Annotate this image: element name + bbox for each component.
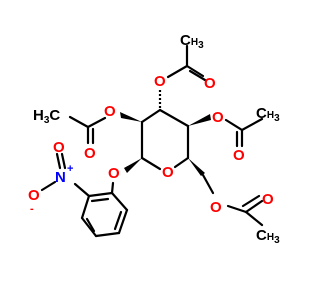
aryl-bond-2 — [117, 208, 129, 235]
acetyl-left-carbonyl-o: O — [84, 145, 96, 162]
bond-n-o-double-2 — [60, 152, 67, 170]
acetyl-bottom-carbonyl-o: O — [262, 191, 274, 208]
methyl-right-h: H — [267, 110, 274, 121]
acetyl-top-carbonyl-o: O — [204, 75, 216, 92]
acetyl-right-methyl: CH3 — [256, 105, 280, 124]
aryl-bond-3 — [94, 231, 121, 238]
methyl-bottom-sub: 3 — [274, 235, 280, 246]
bond-n-o-double-1 — [55, 152, 62, 170]
bond-co-double-bottom-1 — [244, 199, 264, 214]
acetyl-left-methyl: H3C — [33, 107, 60, 126]
nitro-oxygen-single-label: O — [28, 187, 40, 204]
methyl-top-sub: 3 — [198, 40, 204, 51]
acetoxy-left — [68, 112, 142, 145]
bond-n-o-single — [40, 180, 57, 192]
ring-bond-c2-c3 — [140, 108, 162, 124]
bond-o-aryl — [110, 181, 115, 195]
ring-bond-c3-c4 — [158, 108, 190, 128]
ring-bond-o-c1 — [140, 156, 162, 171]
aryl-bond-1 — [110, 191, 129, 212]
acetyl-right-ester-o: O — [212, 109, 224, 126]
acetyl-right-carbonyl-o: O — [233, 147, 245, 164]
aryl-bond-5 — [80, 194, 91, 220]
stereo-wedge-c1 — [124, 158, 142, 173]
bond-o-carbonyl-right — [224, 118, 244, 132]
methyl-right-c: C — [256, 105, 267, 122]
acetoxy-top — [158, 44, 207, 108]
methyl-left-h: H — [33, 107, 44, 124]
stereo-wedge-c4 — [188, 114, 211, 126]
nitrophenyl-ring — [73, 181, 129, 238]
nitro-plus-charge: + — [67, 163, 73, 175]
phenoxy-linkage — [124, 158, 142, 173]
methyl-left-c: C — [49, 107, 60, 124]
bond-co-double-top-1 — [185, 64, 205, 78]
bond-co-double-top-2 — [188, 69, 207, 82]
aryl-inner-3 — [90, 197, 110, 203]
ring-oxygen-label: O — [162, 164, 174, 181]
aryl-bond-4 — [80, 216, 98, 238]
stereo-wedge-c2 — [120, 112, 142, 122]
bond-co-double-bottom-2 — [241, 194, 261, 208]
methyl-bottom-c: C — [256, 227, 267, 244]
bond-aryl-nitro — [73, 182, 91, 198]
acetyl-bottom-ester-o: O — [210, 199, 222, 216]
acetoxymethyl-bottom — [188, 158, 264, 227]
stereo-wedge-c5 — [188, 158, 205, 176]
acetoxy-right — [188, 114, 264, 148]
acetyl-left-ester-o: O — [104, 103, 116, 120]
acetyl-top-methyl: CH3 — [180, 32, 204, 51]
aryl-inner-1 — [113, 210, 123, 231]
bond-ch2-o-bottom — [201, 173, 215, 195]
acetyl-top-ester-o: O — [154, 73, 166, 90]
phenoxy-oxygen-label: O — [108, 165, 120, 182]
bond-o-carbonyl-top — [166, 64, 189, 79]
structure-diagram: O O O CH3 O O H3C O O CH3 — [28, 32, 280, 246]
bond-o-carbonyl-bottom — [226, 204, 248, 214]
ring-bond-c5-o — [173, 156, 190, 169]
nitro-oxygen-double-label: O — [53, 139, 65, 156]
pyranose-ring — [140, 108, 190, 171]
methyl-top-h: H — [191, 37, 198, 48]
aryl-inner-2 — [85, 217, 96, 233]
nitro-group — [40, 152, 67, 192]
methyl-bottom-h: H — [267, 232, 274, 243]
nitro-nitrogen-label: N — [55, 169, 66, 186]
methyl-right-sub: 3 — [274, 113, 280, 124]
acetyl-bottom-methyl: CH3 — [256, 227, 280, 246]
methyl-top-c: C — [180, 32, 191, 49]
aryl-bond-6 — [87, 191, 114, 198]
methyl-left-sub: 3 — [44, 115, 50, 126]
bond-o-carbonyl-left — [86, 116, 107, 129]
nitro-minus-charge: - — [30, 203, 34, 215]
bond-carbonyl-methyl-right — [240, 117, 264, 132]
bond-carbonyl-methyl-left — [68, 115, 90, 129]
bond-carbonyl-methyl-bottom — [244, 210, 264, 227]
